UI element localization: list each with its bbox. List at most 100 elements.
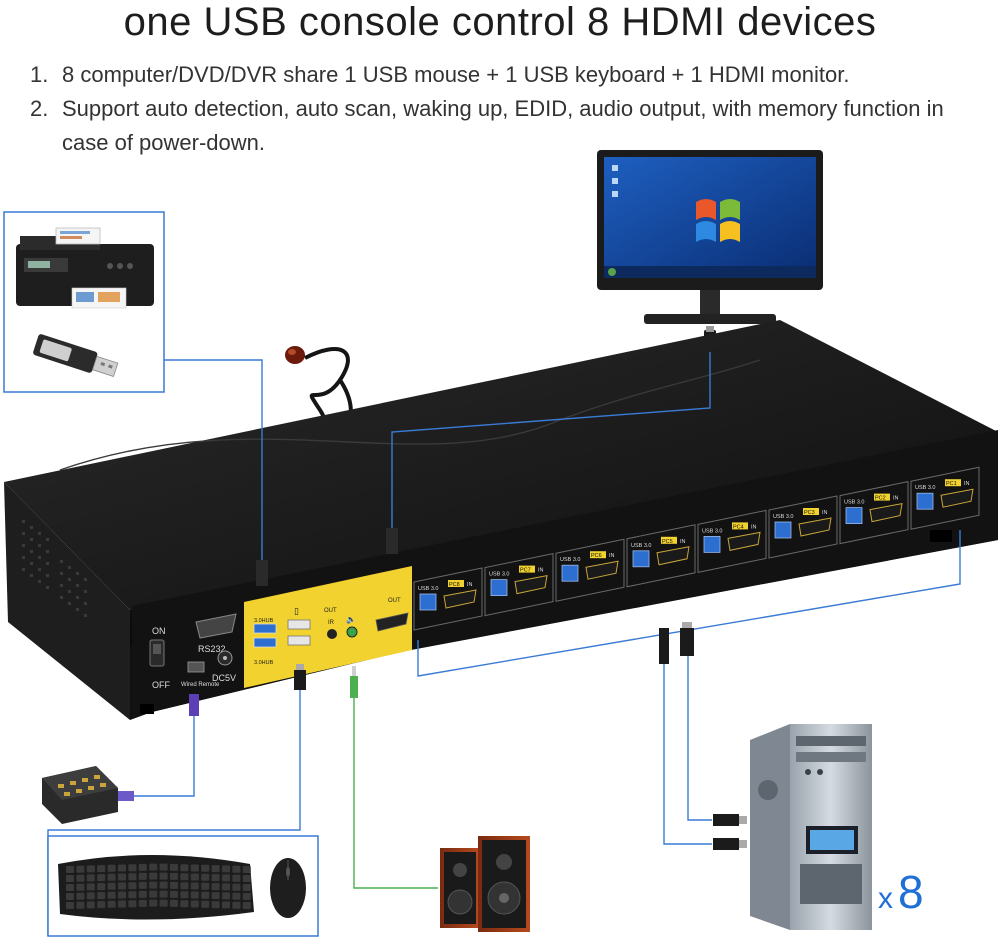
page-title: one USB console control 8 HDMI devices	[123, 0, 877, 44]
hdmi-in-port[interactable]	[940, 488, 974, 508]
usb-b-port[interactable]	[561, 564, 579, 582]
remote-line	[120, 700, 195, 797]
ir-jack[interactable]	[327, 629, 337, 639]
in-label: IN	[822, 510, 828, 516]
power-on-label: ON	[152, 626, 166, 636]
usb-hub-line	[164, 359, 263, 560]
in-label: IN	[680, 539, 686, 545]
pc-usb-line	[663, 632, 712, 845]
pc-label: PC5	[662, 539, 673, 545]
pc-hdmi-line	[687, 632, 712, 821]
wired-remote-label: Wired Remote	[181, 682, 220, 688]
pc-label: PC8	[449, 582, 460, 588]
feature-item: 1. 8 computer/DVD/DVR share 1 USB mouse +…	[30, 58, 990, 92]
rs232-label: RS232	[198, 644, 226, 654]
usb-b-port[interactable]	[490, 579, 508, 596]
audio-out-label: OUT	[324, 608, 337, 614]
feature-text: 8 computer/DVD/DVR share 1 USB mouse + 1…	[62, 62, 850, 87]
usb30-label: USB 3.0	[915, 485, 935, 491]
usb30-label: USB 3.0	[702, 528, 722, 534]
usb30-label: USB 3.0	[489, 572, 509, 578]
hdmi-in-port[interactable]	[869, 502, 903, 523]
usb-drive-icon	[33, 334, 119, 377]
speakers-icon	[440, 836, 530, 932]
usb-b-port[interactable]	[632, 550, 650, 568]
multiplier-label: 8	[898, 866, 924, 918]
in-label: IN	[538, 568, 544, 574]
hub-bottom-label: 3.0HUB	[254, 660, 274, 666]
keyboard-icon	[58, 855, 254, 920]
pc-tower-icon	[750, 724, 872, 930]
usb-b-port[interactable]	[916, 492, 934, 510]
monitor-icon	[597, 150, 823, 352]
pc-label-badge	[945, 479, 961, 487]
in-label: IN	[964, 481, 970, 487]
hdmi-in-port[interactable]	[656, 546, 690, 566]
dc5v-port[interactable]	[217, 650, 233, 666]
ir-label: IR	[328, 620, 335, 626]
wired-remote-port[interactable]	[187, 661, 205, 673]
in-label: IN	[893, 496, 899, 502]
power-off-label: OFF	[152, 680, 170, 690]
mouse-icon	[270, 858, 306, 918]
in-label: IN	[751, 524, 757, 530]
peripheral-box	[3, 211, 165, 393]
hub-top-label: 3.0HUB	[254, 618, 274, 624]
usb30-label: USB 3.0	[773, 514, 793, 520]
audio-line	[353, 694, 438, 889]
usb-b-port[interactable]	[703, 536, 721, 553]
port-group-pc5: USB 3.0 PC5 IN	[626, 524, 696, 588]
usb30-label: USB 3.0	[631, 543, 651, 549]
usb-mouse-port[interactable]	[287, 619, 311, 630]
hdmi-in-port[interactable]	[727, 531, 761, 551]
pc-label-badge	[874, 493, 890, 501]
port-group-pc7: USB 3.0 PC7 IN	[484, 552, 554, 617]
usb-b-port[interactable]	[419, 593, 437, 611]
port-group-pc1: USB 3.0 PC1 IN	[910, 466, 980, 530]
usb-hub-port[interactable]	[253, 637, 277, 648]
console-panel: 3.0HUB 3.0HUB ▯ OUT IR 🔈 OUT	[244, 566, 412, 688]
port-group-pc4: USB 3.0 PC4 IN	[697, 509, 767, 574]
pc-label: PC7	[520, 568, 531, 574]
pc-label-badge	[732, 522, 748, 530]
dc5v-label: DC5V	[212, 673, 236, 683]
feature-item: 2.Support auto detection, auto scan, wak…	[30, 92, 990, 160]
pc-label: PC6	[591, 553, 602, 559]
hdmi-in-port[interactable]	[585, 560, 619, 580]
pc-label-badge	[590, 551, 606, 559]
hdmi-in-port[interactable]	[514, 574, 548, 595]
pc-label-badge	[803, 508, 819, 515]
port-group-pc8: USB 3.0 PC8 IN	[413, 567, 483, 631]
printer-icon	[16, 227, 154, 309]
port-group-pc3: USB 3.0 PC3 IN	[768, 495, 838, 559]
hdmi-monitor-line	[391, 352, 711, 528]
in-label: IN	[609, 553, 615, 559]
usb30-label: USB 3.0	[418, 586, 438, 592]
speaker-port-icon: 🔈	[346, 615, 356, 624]
cable-plugs	[118, 622, 747, 850]
rs232-port[interactable]	[195, 613, 237, 639]
pc-label-badge	[519, 565, 535, 573]
pc-label-badge	[448, 580, 464, 587]
audio-jack[interactable]	[346, 626, 358, 638]
usb30-label: USB 3.0	[844, 500, 864, 506]
pc-label: PC1	[946, 481, 957, 487]
usb-b-port[interactable]	[774, 521, 792, 539]
pc-label-badge	[661, 536, 677, 544]
wired-remote-icon	[42, 766, 118, 824]
mouse-port-icon: ▯	[294, 606, 299, 616]
usb-keyboard-port[interactable]	[287, 635, 311, 646]
pc-label: PC3	[804, 510, 815, 516]
usb-b-port[interactable]	[845, 507, 863, 525]
hdmi-in-port[interactable]	[443, 589, 477, 609]
feature-number: 1.	[30, 62, 49, 87]
hdmi-in-port[interactable]	[798, 517, 832, 537]
pc-label: PC4	[733, 524, 744, 530]
hdmi-out-port[interactable]	[375, 612, 409, 632]
usb-hub-port[interactable]	[253, 623, 277, 634]
in-label: IN	[467, 582, 473, 588]
